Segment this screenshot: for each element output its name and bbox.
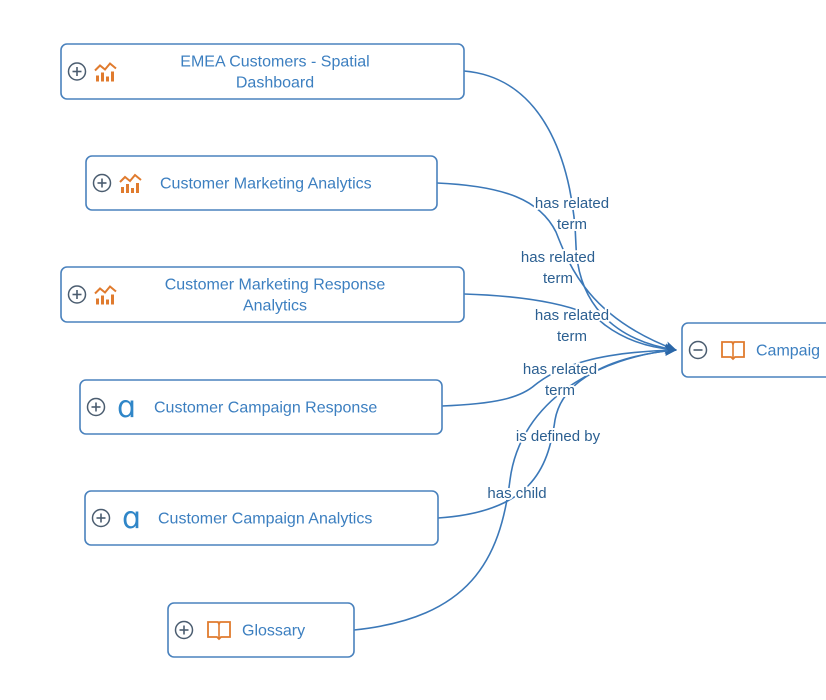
node-box[interactable] — [85, 155, 438, 211]
collapse-minus-icon[interactable] — [688, 340, 708, 360]
analysis-icon: ɑ — [117, 390, 136, 425]
dashboard-icon — [119, 173, 142, 193]
node-n2[interactable]: Customer Marketing Analytics — [85, 155, 438, 211]
edge-label: term — [557, 216, 587, 233]
expand-plus-icon[interactable] — [86, 397, 106, 417]
edge-n4-to-target — [441, 345, 677, 407]
node-box[interactable] — [84, 490, 439, 546]
edge-label: term — [545, 382, 575, 399]
node-box[interactable] — [79, 379, 443, 435]
book-icon — [207, 621, 231, 641]
edge-label: has related — [535, 307, 609, 324]
node-label: Customer Campaign Analytics — [158, 511, 372, 528]
node-box[interactable] — [60, 43, 465, 100]
dashboard-icon — [94, 62, 117, 82]
expand-plus-icon[interactable] — [67, 62, 87, 81]
nodes-layer: EMEA Customers - SpatialDashboardCustome… — [60, 43, 826, 658]
edge-label: term — [543, 270, 573, 287]
node-label: Analytics — [243, 298, 307, 315]
edge-n2-to-target — [436, 182, 677, 351]
edge-label: has related — [523, 361, 597, 378]
edge-n1-to-target — [463, 70, 677, 354]
node-label: Campaig — [756, 343, 820, 360]
edge-n6-to-target — [353, 345, 677, 631]
book-icon — [721, 341, 745, 361]
node-box[interactable] — [60, 266, 465, 323]
edge-label: term — [557, 328, 587, 345]
expand-plus-icon[interactable] — [67, 285, 87, 304]
edge-label: has related — [535, 195, 609, 212]
node-label: Customer Marketing Response — [165, 277, 386, 294]
node-n6[interactable]: Glossary — [167, 602, 355, 658]
node-target[interactable]: Campaig — [681, 322, 826, 378]
analysis-icon: ɑ — [122, 501, 141, 536]
expand-plus-icon[interactable] — [174, 620, 194, 640]
node-n5[interactable]: ɑ Customer Campaign Analytics — [84, 490, 439, 546]
dashboard-icon — [94, 285, 117, 305]
edge-n3-to-target — [463, 293, 677, 355]
node-label: Dashboard — [236, 75, 314, 92]
node-label: Customer Campaign Response — [154, 400, 377, 417]
node-box[interactable] — [167, 602, 355, 658]
edge-label: has child — [487, 485, 546, 502]
expand-plus-icon[interactable] — [92, 173, 112, 193]
node-box[interactable] — [681, 322, 826, 378]
edges-layer — [353, 70, 677, 631]
node-label: Glossary — [242, 623, 305, 640]
edge-label: has related — [521, 249, 595, 266]
node-n4[interactable]: ɑ Customer Campaign Response — [79, 379, 443, 435]
node-label: EMEA Customers - Spatial — [180, 54, 369, 71]
node-label: Customer Marketing Analytics — [160, 176, 372, 193]
edge-labels-layer: has related term has related term has relate… — [485, 193, 611, 504]
edge-label: is defined by — [516, 428, 601, 445]
expand-plus-icon[interactable] — [91, 508, 111, 528]
